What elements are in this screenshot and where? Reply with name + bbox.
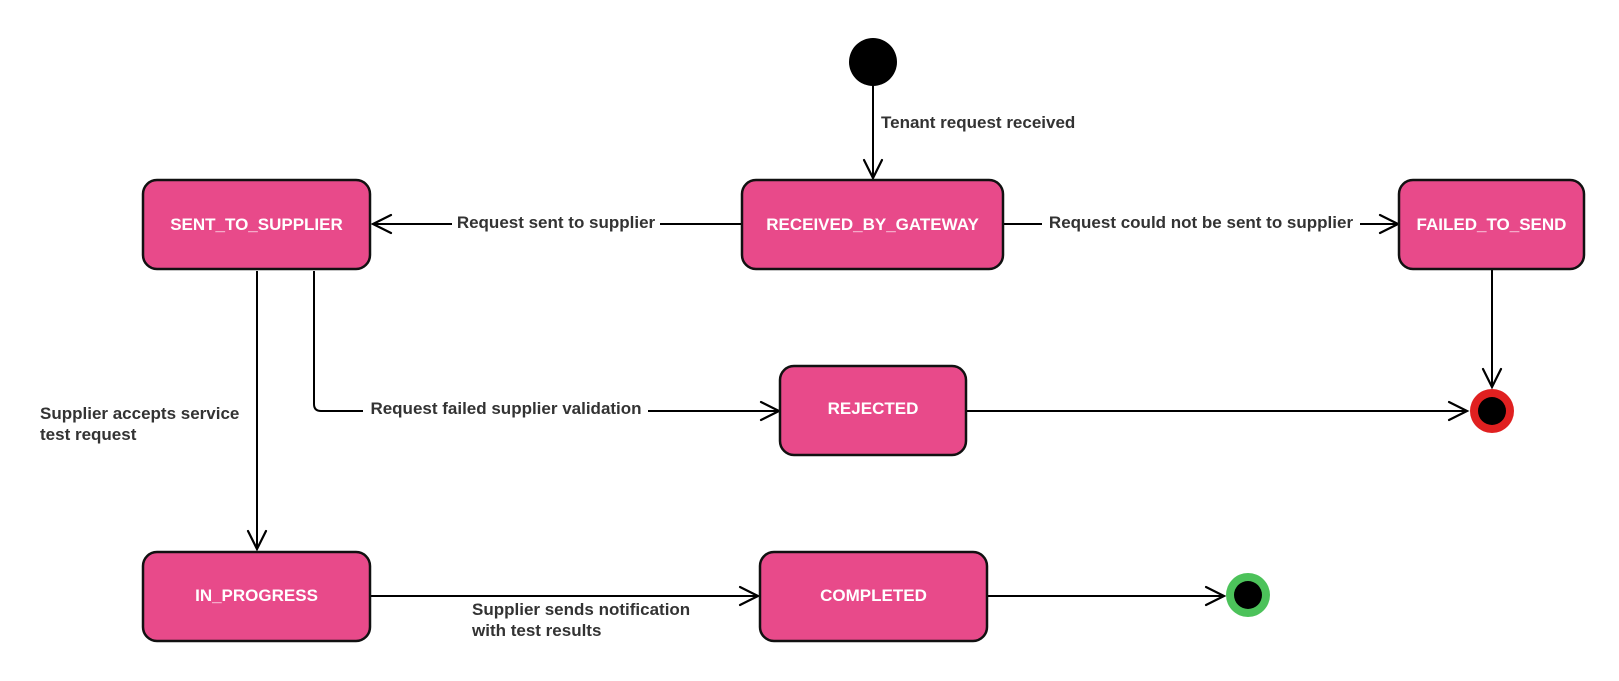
state-received-by-gateway[interactable]: RECEIVED_BY_GATEWAY <box>740 178 1005 271</box>
state-label-completed: COMPLETED <box>820 586 927 605</box>
arrowhead-rejected-to-final <box>1447 400 1470 422</box>
state-failed-to-send[interactable]: FAILED_TO_SEND <box>1397 178 1586 271</box>
state-label-in-progress: IN_PROGRESS <box>195 586 318 605</box>
transition-label-in-progress-to-completed: Supplier sends notification with test re… <box>471 600 695 640</box>
state-completed[interactable]: COMPLETED <box>758 550 989 643</box>
transition-label-sent-to-rejected: Request failed supplier validation <box>370 399 641 418</box>
edge-sent-to-rejected-a <box>313 271 363 412</box>
transition-label-in-progress-to-completed-line-2: with test results <box>471 621 601 640</box>
arrowhead-received-to-sent <box>370 213 393 235</box>
transition-label-initial-to-received: Tenant request received <box>881 113 1075 132</box>
transition-label-sent-to-in-progress-line-2: test request <box>40 425 137 444</box>
final-state-failure-icon <box>1470 389 1514 433</box>
state-sent-to-supplier[interactable]: SENT_TO_SUPPLIER <box>141 178 372 271</box>
state-label-failed: FAILED_TO_SEND <box>1417 215 1567 234</box>
state-label-sent: SENT_TO_SUPPLIER <box>170 215 343 234</box>
final-state-success-icon <box>1226 573 1270 617</box>
arrowhead-failed-to-final <box>1481 367 1503 390</box>
state-label-received: RECEIVED_BY_GATEWAY <box>766 215 979 234</box>
transition-label-received-to-failed: Request could not be sent to supplier <box>1049 213 1354 232</box>
state-rejected[interactable]: REJECTED <box>778 364 968 457</box>
transition-label-sent-to-in-progress: Supplier accepts service test request <box>40 404 244 444</box>
arrowhead-sent-to-in-progress <box>246 529 268 552</box>
initial-state-icon <box>849 38 897 86</box>
transition-label-in-progress-to-completed-line-1: Supplier sends notification <box>472 600 690 619</box>
transition-label-received-to-sent: Request sent to supplier <box>457 213 656 232</box>
arrowhead-completed-to-final <box>1204 585 1227 607</box>
arrowhead-initial-to-received <box>862 158 884 181</box>
transition-label-sent-to-in-progress-line-1: Supplier accepts service <box>40 404 239 423</box>
arrowhead-in-progress-to-completed <box>738 585 761 607</box>
state-in-progress[interactable]: IN_PROGRESS <box>141 550 372 643</box>
state-label-rejected: REJECTED <box>828 399 919 418</box>
